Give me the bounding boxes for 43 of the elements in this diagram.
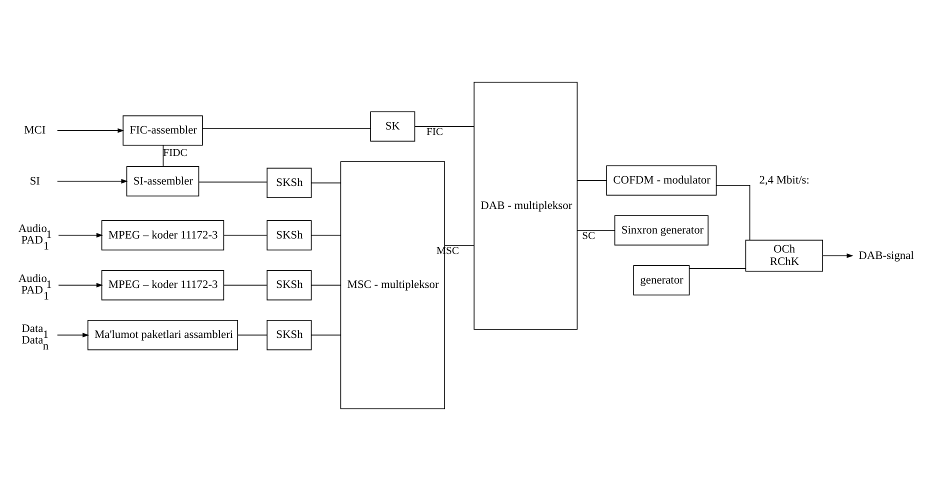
connector [414, 126, 474, 127]
edge-label: FIC [426, 126, 444, 138]
node-box: SKSh [266, 320, 312, 350]
node-box: MPEG – koder 11172-3 [101, 220, 224, 250]
node-box: Sinxron generator [614, 215, 708, 246]
arrow [822, 253, 854, 258]
connector [162, 145, 164, 167]
arrow [56, 332, 90, 338]
connector [310, 234, 341, 236]
node-box: SKSh [266, 270, 312, 300]
connector [310, 334, 341, 336]
node-text: SI [30, 175, 40, 188]
connector [310, 182, 341, 184]
node-box: SK [370, 111, 416, 142]
node-box: DAB - multipleksor [474, 82, 578, 330]
node-box: Ma'lumot paketlari assambleri [88, 320, 238, 350]
arrow [58, 282, 103, 288]
node-box: generator [633, 265, 690, 296]
connector [716, 184, 750, 241]
edge-label: FIDC [163, 148, 188, 159]
node-box: FIC-assembler [122, 115, 203, 146]
connector [223, 284, 268, 286]
label: 2,4 Mbit/s: [759, 174, 810, 186]
connector [223, 234, 268, 236]
connector [444, 245, 474, 246]
edge-label: SC [582, 230, 596, 242]
connector [237, 334, 268, 336]
connector [310, 284, 341, 286]
node-box: COFDM - modulator [606, 165, 717, 196]
connector [688, 268, 746, 269]
arrow [58, 232, 103, 238]
node-box: SI-assembler [126, 166, 200, 196]
connector [576, 180, 607, 181]
connector [576, 230, 616, 231]
connector [202, 128, 371, 129]
node-text: MCI [24, 124, 46, 137]
node-text: DAB-signal [858, 250, 914, 262]
node-box: MPEG – koder 11172-3 [101, 270, 224, 300]
arrow [56, 128, 124, 133]
node-box: OCh RChK [745, 240, 824, 272]
node-box: SKSh [266, 168, 312, 198]
arrow [56, 178, 128, 184]
node-box: SKSh [266, 220, 312, 250]
